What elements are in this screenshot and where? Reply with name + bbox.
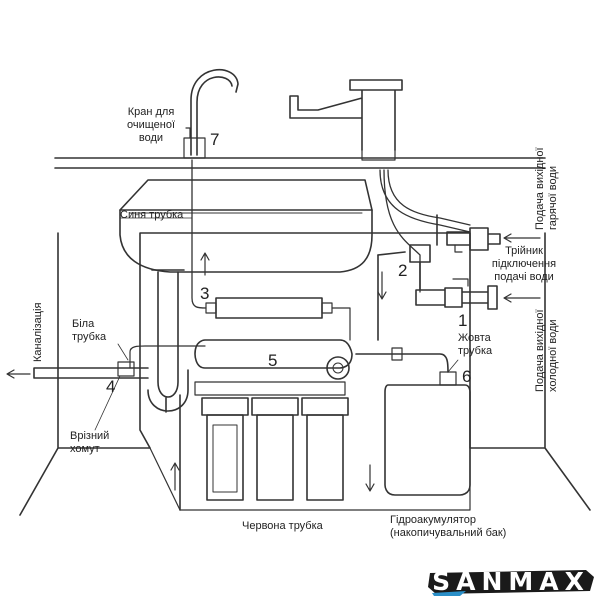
filter-faucet: [190, 69, 239, 156]
sanmax-logo: SANMAX: [426, 567, 596, 597]
label-drain: Каналізація: [32, 302, 44, 362]
cold-valve: [415, 285, 498, 310]
arrow-up-3: [200, 252, 210, 276]
number-2: 2: [398, 261, 408, 280]
number-3: 3: [200, 284, 210, 303]
countertop: [54, 157, 546, 169]
white-tube: [129, 345, 206, 369]
arrow-hot-in: [503, 233, 541, 243]
arrow-cold-in: [503, 293, 541, 303]
prefilter-3: [301, 397, 349, 501]
label-tee: Трійник підключення подачі води: [491, 245, 557, 283]
prefilter-1: [201, 397, 249, 501]
brush-stroke-icon: [428, 570, 594, 596]
prefilter-2: [251, 397, 299, 501]
sink-bowl: [119, 209, 373, 273]
number-7: 7: [210, 130, 220, 149]
label-faucet: Кран для очищеної води: [126, 106, 176, 144]
label-red-tube: Червона трубка: [242, 520, 323, 532]
blue-tube: [191, 159, 207, 309]
label-blue-tube: Синя трубка: [120, 209, 184, 221]
mixer-tap: [289, 79, 403, 151]
cold-hose: [383, 169, 421, 293]
red-tube: [179, 254, 379, 511]
storage-tank: [384, 384, 471, 496]
filter-bracket: [194, 381, 346, 396]
yellow-tube: [355, 353, 449, 373]
sink-rim: [119, 179, 373, 211]
label-cold-water: Подача вихідної холодної води: [534, 309, 559, 392]
arrow-down-2: [377, 271, 387, 300]
arrow-down-red: [365, 464, 375, 492]
number-4: 4: [106, 377, 116, 396]
label-white-tube: Біла трубка: [72, 318, 107, 343]
label-yellow-tube: Жовта трубка: [458, 332, 493, 357]
number-6: 6: [462, 367, 472, 386]
hot-valve: [436, 214, 501, 251]
number-1: 1: [458, 311, 468, 330]
label-hot-water: Подача вихідної гарячої води: [534, 147, 559, 230]
siphon: [147, 269, 189, 413]
arrow-up-red: [170, 462, 180, 491]
label-cut-clamp: Врізний хомут: [70, 430, 110, 455]
arrow-drain-out: [6, 369, 31, 379]
tee: [377, 244, 431, 291]
drain-horizontal: [33, 367, 149, 379]
label-tank: Гідроакумулятор (накопичувальний бак): [390, 514, 507, 539]
post-filter: [215, 297, 323, 319]
logo-text: SANMAX: [432, 567, 590, 596]
number-5: 5: [268, 351, 278, 370]
